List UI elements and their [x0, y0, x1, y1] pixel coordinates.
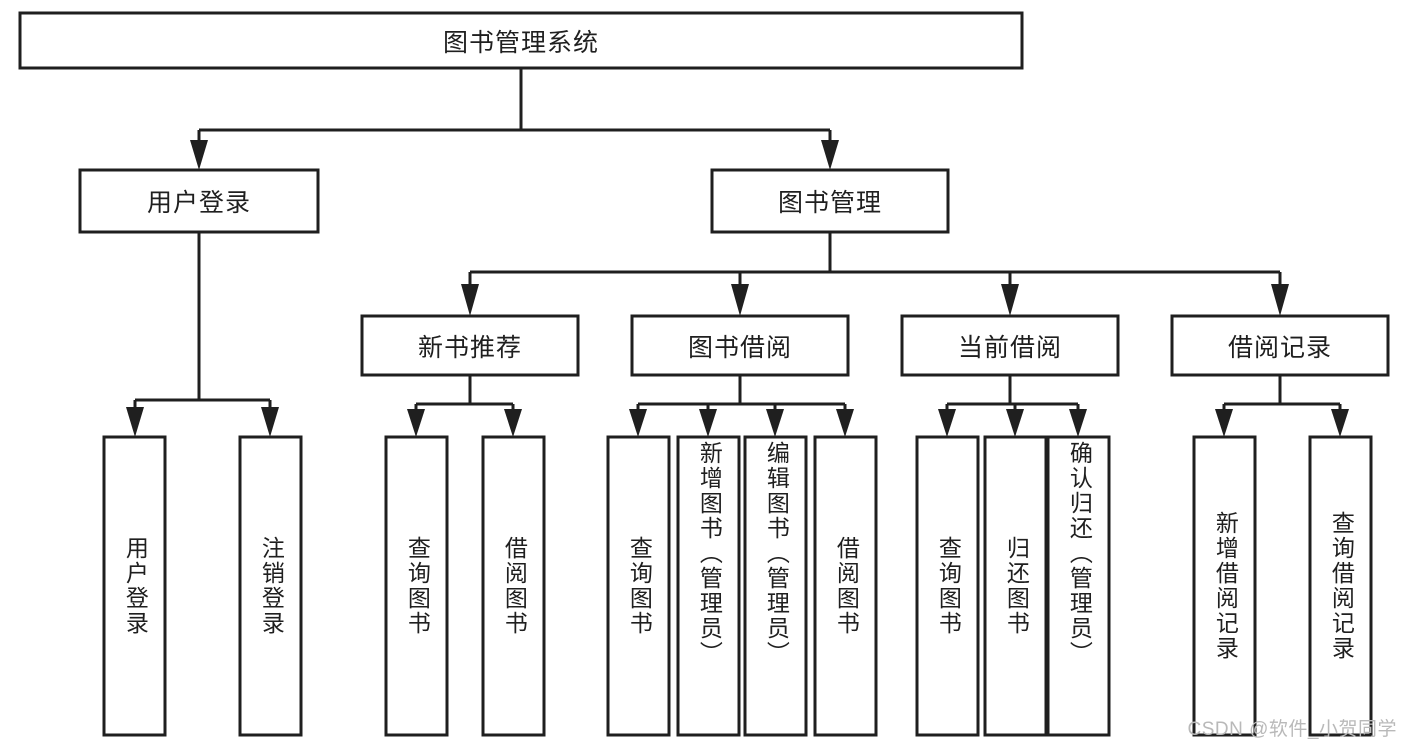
arrow-head-leaf-add-book	[699, 409, 717, 437]
node-box-leaf-add-book[interactable]	[676, 435, 741, 737]
node-box-leaf-query-record[interactable]	[1308, 435, 1373, 737]
node-box-leaf-return-book[interactable]	[983, 435, 1048, 737]
arrow-head-leaf-logout	[261, 407, 279, 437]
connector-group-book-manage	[461, 232, 1289, 316]
connector-group-user-login	[126, 232, 279, 437]
node-box-current-borrow[interactable]	[900, 314, 1120, 377]
arrow-head-new-book-rec	[461, 284, 479, 316]
node-box-leaf-edit-book[interactable]	[743, 435, 808, 737]
arrow-head-leaf-query-record	[1331, 409, 1349, 437]
node-box-leaf-query-book-2[interactable]	[606, 435, 671, 737]
node-box-leaf-borrow-book-1[interactable]	[481, 435, 546, 737]
arrow-head-leaf-query-book-3	[938, 409, 956, 437]
node-box-user-login[interactable]	[78, 168, 320, 234]
connector-group-current-borrow	[938, 375, 1087, 437]
node-box-leaf-user-login[interactable]	[102, 435, 167, 737]
arrow-head-leaf-borrow-book-1	[504, 409, 522, 437]
arrow-head-leaf-borrow-book-2	[836, 409, 854, 437]
node-box-new-book-rec[interactable]	[360, 314, 580, 377]
connector-group-new-book-rec	[407, 375, 522, 437]
arrow-head-leaf-edit-book	[766, 409, 784, 437]
connector-group-book-borrow	[629, 375, 854, 437]
node-box-leaf-confirm-return[interactable]	[1046, 435, 1111, 737]
node-box-root[interactable]	[18, 11, 1024, 70]
connector-group-root	[190, 68, 839, 170]
node-box-book-borrow[interactable]	[630, 314, 850, 377]
node-box-book-manage[interactable]	[710, 168, 950, 234]
arrow-head-leaf-query-book-1	[407, 409, 425, 437]
arrow-head-leaf-query-book-2	[629, 409, 647, 437]
node-box-leaf-add-record[interactable]	[1192, 435, 1257, 737]
arrow-head-book-manage	[821, 140, 839, 170]
arrow-head-user-login	[190, 140, 208, 170]
arrow-head-book-borrow	[731, 284, 749, 316]
node-box-leaf-logout[interactable]	[238, 435, 303, 737]
arrow-head-leaf-confirm-return	[1069, 409, 1087, 437]
arrow-head-current-borrow	[1001, 284, 1019, 316]
node-box-leaf-borrow-book-2[interactable]	[813, 435, 878, 737]
node-box-leaf-query-book-1[interactable]	[384, 435, 449, 737]
arrow-head-leaf-user-login	[126, 407, 144, 437]
node-box-borrow-record[interactable]	[1170, 314, 1390, 377]
arrow-head-leaf-add-record	[1215, 409, 1233, 437]
node-box-leaf-query-book-3[interactable]	[915, 435, 980, 737]
arrow-head-leaf-return-book	[1006, 409, 1024, 437]
connector-group-borrow-record	[1215, 375, 1349, 437]
watermark-text: CSDN @软件_小贺同学	[1187, 719, 1397, 740]
arrow-head-borrow-record	[1271, 284, 1289, 316]
